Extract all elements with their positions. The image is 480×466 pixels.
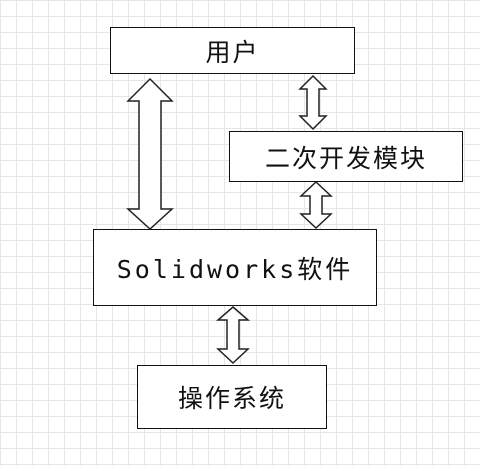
dev-module-node-label: 二次开发模块 (264, 143, 427, 173)
os-node: 操作系统 (137, 365, 327, 429)
dev-module-node: 二次开发模块 (229, 131, 463, 182)
solidworks-node: Solidworks软件 (93, 229, 377, 306)
arrow-solidworks-os (215, 306, 251, 365)
user-node: 用户 (110, 27, 355, 74)
user-node-label: 用户 (205, 37, 260, 67)
os-node-label: 操作系统 (177, 384, 286, 413)
arrow-devmodule-solidworks (299, 180, 333, 230)
arrow-user-devmodule (298, 74, 328, 131)
solidworks-node-label: Solidworks软件 (116, 254, 354, 284)
arrow-user-solidworks (126, 77, 174, 231)
